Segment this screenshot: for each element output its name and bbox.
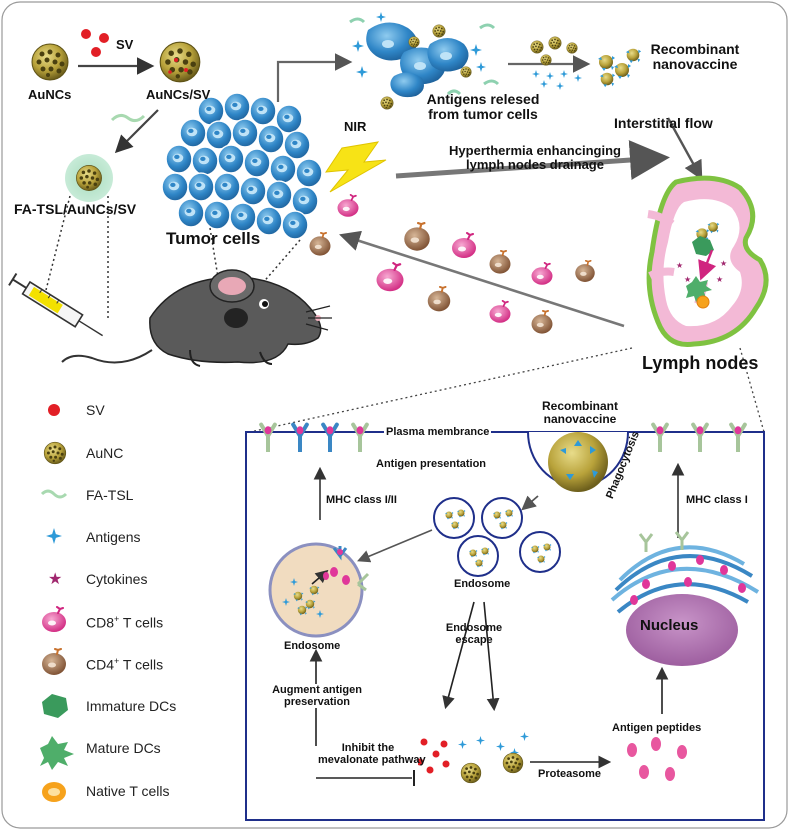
label-antigen-peptides: Antigen peptides: [612, 722, 702, 734]
label-recombinant-inset-line1: Recombinant: [541, 399, 618, 413]
svg-text:★: ★: [684, 275, 691, 284]
fa-tsl-core-icon: [76, 165, 102, 191]
label-recombinant-top: Recombinant nanovaccine: [640, 41, 750, 73]
label-endosome-escape-line2: escape: [455, 634, 493, 647]
label-inhibit: Inhibit the mevalonate pathway: [318, 742, 426, 767]
label-inhibit-line1: Inhibit the: [341, 742, 395, 754]
label-nir: NIR: [344, 119, 367, 134]
endosome-cluster: [433, 497, 561, 577]
label-augment-line2: preservation: [283, 696, 351, 709]
label-sv: SV: [116, 37, 134, 52]
arrow-hyperthermia: [395, 140, 670, 180]
legend-sv: SV: [86, 402, 105, 418]
endoplasmic-reticulum: [610, 531, 760, 614]
legend-cd4-plus: +: [114, 656, 120, 666]
antigen-peptides: [627, 737, 687, 781]
legend-cd8: CD8+ T cells: [86, 614, 163, 631]
legend-cytokine-icon: ★: [48, 571, 62, 588]
label-antigens-released: Antigens relesed from tumor cells: [418, 91, 548, 123]
label-recombinant-top-line2: nanovaccine: [652, 56, 738, 73]
label-antigens-released-line2: from tumor cells: [428, 106, 538, 123]
legend-cd8-prefix: CD8: [86, 614, 115, 631]
mouse-icon: [61, 269, 332, 367]
label-endosome-escape-line1: Endosome: [445, 622, 503, 634]
legend-immature-dc-icon: [42, 694, 68, 718]
legend-aunc-icon: [43, 441, 67, 465]
fa-tsl-chain-icon: [110, 113, 146, 123]
legend-immature-dcs: Immature DCs: [86, 698, 177, 714]
label-mhc-class-1-2: MHC class I/II: [326, 494, 397, 506]
inset-nanovaccine-icon: [548, 432, 608, 492]
aunc-particle-icon: [31, 43, 69, 81]
nir-lightning-icon: [325, 141, 387, 193]
label-endosome-escape: Endosome escape: [434, 622, 514, 646]
label-recombinant-inset: Recombinant nanovaccine: [532, 399, 628, 427]
released-antigen-cells: [349, 12, 500, 110]
legend-aunc: AuNC: [86, 445, 124, 461]
syringe-icon: [8, 272, 103, 337]
label-augment-line1: Augment antigen: [272, 684, 362, 696]
label-augment: Augment antigen preservation: [262, 684, 372, 709]
lymph-node-icon: ★★★★: [646, 175, 769, 348]
nucleus-shape: [626, 594, 738, 666]
bottom-released-contents: [416, 738, 450, 774]
svg-text:★: ★: [676, 261, 683, 270]
sv-dots-icon: [81, 29, 109, 57]
label-mhc-class-1: MHC class I: [686, 494, 748, 506]
label-aunc-sv: AuNCs/SV: [146, 87, 211, 102]
legend-mature-dcs: Mature DCs: [86, 740, 161, 756]
label-proteasome: Proteasome: [538, 768, 601, 780]
svg-text:★: ★: [716, 275, 723, 284]
label-endosome-center: Endosome: [454, 578, 511, 590]
label-antigens-released-line1: Antigens relesed: [426, 91, 540, 107]
label-endosome-left: Endosome: [284, 640, 341, 652]
legend-cd4-prefix: CD4: [86, 656, 115, 673]
label-antigen-presentation: Antigen presentation: [376, 458, 487, 470]
legend-icons: ★: [40, 404, 74, 802]
label-hyperthermia-line1: Hyperthermia enhancinging: [449, 143, 621, 158]
label-aunc-s: AuNCs: [28, 87, 72, 102]
legend-native-t: Native T cells: [86, 783, 170, 799]
legend-cytokines: Cytokines: [86, 571, 148, 587]
label-inhibit-line2: mevalonate pathway: [318, 754, 426, 767]
label-recombinant-top-line1: Recombinant: [650, 41, 740, 57]
arrow-interstitial-flow: [666, 117, 703, 181]
label-plasma-membrane: Plasma membrance: [384, 426, 492, 439]
legend-cd4: CD4+ T cells: [86, 656, 163, 673]
label-hyperthermia: Hyperthermia enhancinging lymph nodes dr…: [410, 143, 660, 173]
legend-cd8-plus: +: [114, 614, 120, 624]
label-recombinant-inset-line2: nanovaccine: [543, 412, 617, 427]
svg-text:★: ★: [720, 259, 727, 268]
legend-fa-tsl-icon: [40, 489, 68, 499]
label-hyperthermia-line2: lymph nodes drainage: [466, 157, 604, 173]
label-tumor-cells: Tumor cells: [166, 229, 261, 248]
aunc-sv-particle-icon: [159, 41, 201, 83]
arrow-tumor-to-antigens: [276, 53, 353, 102]
legend-cd4-suffix: T cells: [119, 656, 164, 673]
arrow-tcells-to-tumor: [339, 230, 625, 328]
legend-mature-dc-icon: [40, 736, 74, 770]
legend-sv-icon: [48, 404, 60, 416]
label-interstitial-flow: Interstitial flow: [614, 115, 713, 131]
legend-fa-tsl: FA-TSL: [86, 487, 134, 503]
label-nucleus: Nucleus: [640, 617, 699, 634]
legend-antigens: Antigens: [86, 529, 141, 545]
label-fa-tsl: FA-TSL/AuNCs/SV: [14, 201, 137, 217]
arrow-to-fa-tsl: [114, 109, 159, 154]
legend-cd8-suffix: T cells: [119, 614, 164, 631]
label-lymph-nodes: Lymph nodes: [642, 353, 759, 373]
